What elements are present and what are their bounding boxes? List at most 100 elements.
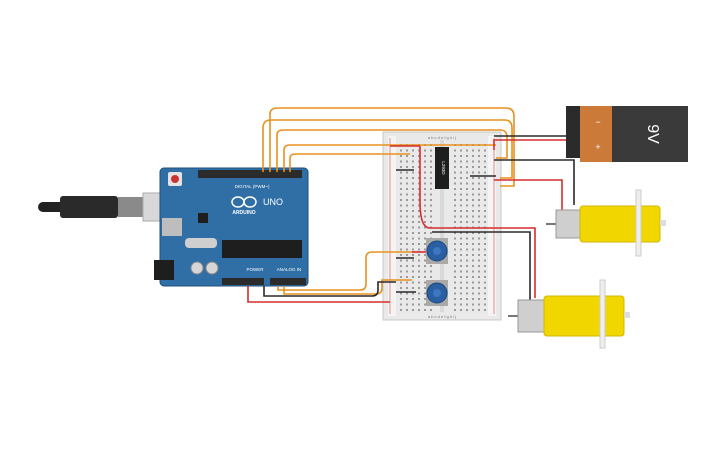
breadboard-hole xyxy=(466,199,468,201)
breadboard-hole xyxy=(454,177,456,179)
breadboard-hole xyxy=(466,237,468,240)
analog-header[interactable] xyxy=(270,278,306,285)
breadboard-hole xyxy=(460,298,462,300)
breadboard-hole xyxy=(430,188,432,190)
potentiometer-2[interactable] xyxy=(426,280,448,306)
breadboard-hole xyxy=(472,182,474,185)
breadboard-hole xyxy=(406,155,408,157)
breadboard-hole xyxy=(460,188,462,190)
breadboard-hole xyxy=(424,292,426,295)
breadboard-hole xyxy=(418,155,420,157)
breadboard-hole xyxy=(472,155,474,157)
breadboard-hole xyxy=(406,243,408,245)
breadboard-hole xyxy=(412,221,414,223)
breadboard-hole xyxy=(466,221,468,223)
breadboard-hole xyxy=(454,309,456,311)
battery-9v[interactable]: − + 9V xyxy=(566,106,688,162)
usb-cable[interactable] xyxy=(38,192,162,222)
breadboard-hole xyxy=(424,149,426,152)
breadboard-hole xyxy=(400,237,402,240)
breadboard-hole xyxy=(412,254,414,256)
breadboard-hole xyxy=(418,254,420,256)
dc-motor-1[interactable] xyxy=(546,189,666,257)
breadboard-hole xyxy=(412,276,414,278)
model-label: UNO xyxy=(263,197,283,207)
breadboard-hole xyxy=(406,215,408,218)
breadboard-hole xyxy=(430,193,432,196)
breadboard-hole xyxy=(460,309,462,311)
brand-label: ARDUINO xyxy=(232,210,255,216)
breadboard-hole xyxy=(466,177,468,179)
breadboard-hole xyxy=(412,298,414,300)
breadboard-hole xyxy=(454,182,456,185)
breadboard-hole xyxy=(424,270,426,273)
breadboard-holes xyxy=(400,144,486,311)
breadboard-hole xyxy=(466,193,468,196)
breadboard-hole xyxy=(472,292,474,295)
digital-header[interactable] xyxy=(198,170,302,178)
breadboard-hole xyxy=(478,254,480,256)
breadboard-hole xyxy=(478,270,480,273)
power-rail-left xyxy=(388,136,396,316)
breadboard-hole xyxy=(472,160,474,163)
breadboard-hole xyxy=(454,303,456,306)
breadboard-hole xyxy=(424,171,426,174)
breadboard-hole xyxy=(472,177,474,179)
breadboard-hole xyxy=(406,265,408,267)
breadboard-hole xyxy=(478,303,480,306)
breadboard-hole xyxy=(454,259,456,262)
breadboard-hole xyxy=(460,259,462,262)
breadboard-hole xyxy=(400,309,402,311)
breadboard-hole xyxy=(460,149,462,152)
breadboard-hole xyxy=(412,292,414,295)
breadboard-hole xyxy=(460,292,462,295)
arduino-uno-board[interactable]: DIGITAL (PWM~) ARDUINO UNO POWER ANALOG … xyxy=(154,167,309,287)
breadboard-hole xyxy=(424,287,426,289)
breadboard-hole xyxy=(400,232,402,234)
breadboard-hole xyxy=(484,309,486,311)
breadboard-hole xyxy=(400,243,402,245)
breadboard-hole xyxy=(484,215,486,218)
breadboard-hole xyxy=(454,281,456,284)
signal-wires[interactable] xyxy=(262,107,515,295)
breadboard-hole xyxy=(418,160,420,163)
breadboard-hole xyxy=(478,248,480,251)
breadboard-hole xyxy=(466,265,468,267)
breadboard-hole xyxy=(454,232,456,234)
breadboard-hole xyxy=(406,182,408,185)
breadboard-hole xyxy=(400,149,402,152)
breadboard-hole xyxy=(412,243,414,245)
breadboard-hole xyxy=(430,265,432,267)
breadboard-hole xyxy=(400,254,402,256)
breadboard-hole xyxy=(466,309,468,311)
dc-motor-2[interactable] xyxy=(508,279,630,349)
breadboard-hole xyxy=(472,298,474,300)
breadboard-hole xyxy=(400,171,402,174)
breadboard-hole xyxy=(400,204,402,207)
motor-driver-chip[interactable]: L293D xyxy=(435,147,449,189)
potentiometer-1[interactable] xyxy=(426,238,448,264)
breadboard-hole xyxy=(406,309,408,311)
breadboard-hole xyxy=(466,298,468,300)
breadboard-hole xyxy=(484,292,486,295)
breadboard-hole xyxy=(418,188,420,190)
breadboard-hole xyxy=(484,155,486,157)
breadboard-hole xyxy=(424,309,426,311)
breadboard-hole xyxy=(418,171,420,174)
breadboard-hole xyxy=(430,309,432,311)
breadboard-hole xyxy=(400,215,402,218)
breadboard-hole xyxy=(484,188,486,190)
breadboard-hole xyxy=(484,248,486,251)
breadboard-hole xyxy=(406,237,408,240)
breadboard-hole xyxy=(478,215,480,218)
breadboard-hole xyxy=(466,270,468,273)
breadboard-hole xyxy=(412,281,414,284)
power-rail-right xyxy=(488,136,496,316)
breadboard-hole xyxy=(460,237,462,240)
breadboard-hole xyxy=(472,265,474,267)
breadboard-hole xyxy=(430,166,432,168)
breadboard-hole xyxy=(454,254,456,256)
breadboard-hole xyxy=(424,193,426,196)
power-header[interactable] xyxy=(222,278,264,285)
power-header-label: POWER xyxy=(246,267,264,272)
